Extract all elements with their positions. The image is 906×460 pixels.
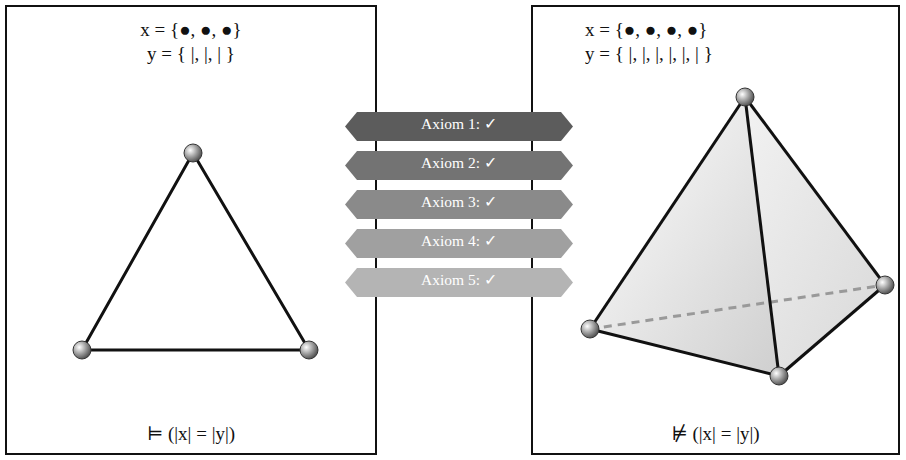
set-definition: x = {●, ●, ●}	[140, 19, 241, 42]
axiom-label: Axiom 1: ✓	[345, 115, 573, 134]
set-definition: x = {●, ●, ●, ●}	[585, 19, 707, 42]
axiom-band: Axiom 5: ✓	[345, 268, 573, 297]
model-panel: x = {●, ●, ●, ●}y = { |, |, |, |, |, | }…	[531, 5, 900, 455]
axiom-label: Axiom 5: ✓	[345, 271, 573, 290]
axiom-label: Axiom 3: ✓	[345, 193, 573, 212]
axiom-label: Axiom 4: ✓	[345, 232, 573, 251]
axiom-band: Axiom 3: ✓	[345, 190, 573, 219]
axiom-band: Axiom 2: ✓	[345, 151, 573, 180]
tetrahedron	[581, 88, 894, 385]
axiom-label: Axiom 2: ✓	[345, 154, 573, 173]
axiom-band: Axiom 4: ✓	[345, 229, 573, 258]
set-definition: y = { |, |, | }	[147, 43, 235, 66]
satisfaction-formula: ⊨ (|x| = |y|)	[147, 423, 235, 446]
set-definition: y = { |, |, |, |, |, | }	[585, 43, 713, 66]
satisfaction-formula: ⊭ (|x| = |y|)	[671, 423, 759, 446]
triangle	[73, 144, 318, 359]
axiom-band: Axiom 1: ✓	[345, 112, 573, 141]
model-panel: x = {●, ●, ●}y = { |, |, | } ⊨ (|x| = |y|…	[5, 5, 377, 455]
